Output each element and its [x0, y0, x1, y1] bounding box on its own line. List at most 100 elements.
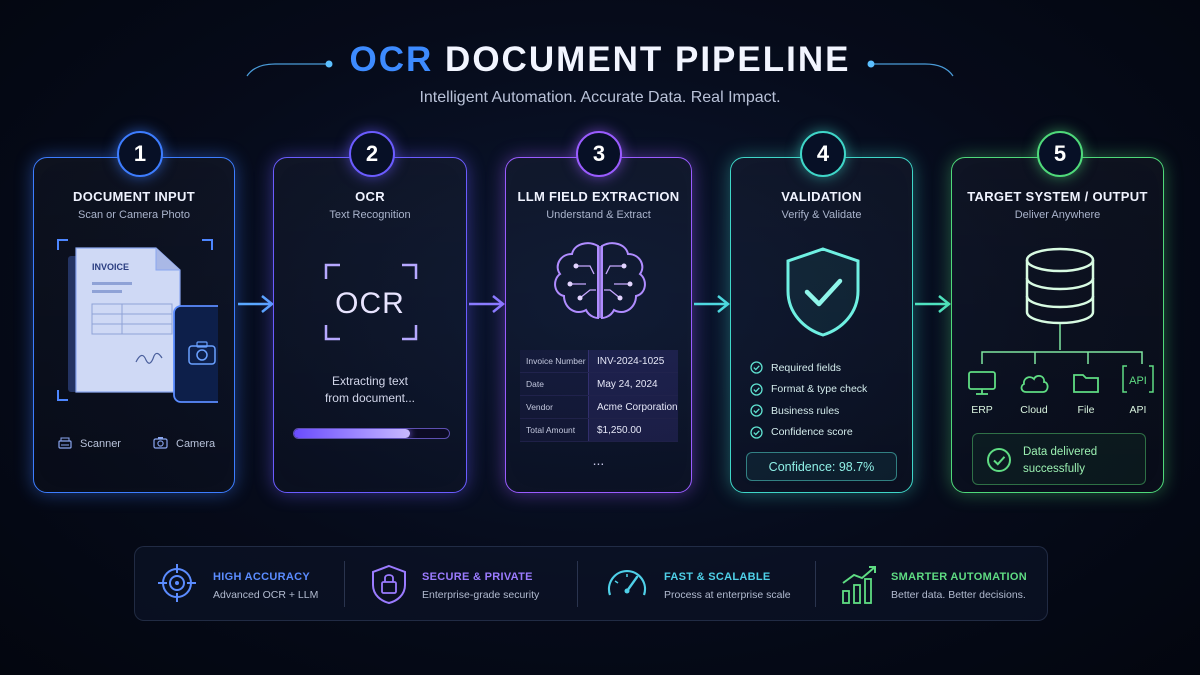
- stage-subtitle: Scan or Camera Photo: [78, 209, 190, 221]
- delivery-status: Data delivered successfully: [972, 433, 1146, 485]
- brain-circuit-icon: [554, 242, 646, 320]
- delivery-line-2: successfully: [1023, 463, 1085, 475]
- monitor-icon: [968, 371, 996, 395]
- check-item: Business rules: [750, 400, 867, 422]
- feature-bar: HIGH ACCURACY Advanced OCR + LLM SECURE …: [134, 546, 1048, 621]
- ocr-progress-bar: [293, 428, 450, 439]
- speedometer-icon: [607, 569, 647, 596]
- target-icon: [158, 564, 196, 602]
- feature-subtitle: Better data. Better decisions.: [891, 589, 1026, 601]
- stage-card-target-output: TARGET SYSTEM / OUTPUT Deliver Anywhere …: [951, 157, 1164, 493]
- connector-lines: [981, 351, 1143, 364]
- feature-smarter-automation: SMARTER AUTOMATION Better data. Better d…: [840, 547, 1040, 622]
- delivery-line-1: Data delivered: [1023, 446, 1098, 458]
- field-value: $1,250.00: [588, 419, 678, 441]
- field-row: Total Amount $1,250.00: [520, 419, 678, 442]
- ocr-word: OCR: [335, 287, 405, 320]
- feature-divider: [577, 561, 578, 607]
- header-decor-right: [867, 60, 954, 77]
- page-title-accent: OCR: [349, 40, 434, 79]
- growth-chart-icon: [842, 566, 876, 604]
- target-label-file: File: [1077, 404, 1095, 416]
- check-label: Business rules: [771, 404, 840, 417]
- camera-icon: [153, 437, 168, 449]
- flow-arrow-2: [469, 295, 506, 313]
- stage-subtitle: Verify & Validate: [781, 209, 862, 221]
- invoice-label: INVOICE: [92, 262, 129, 272]
- check-label: Required fields: [771, 361, 842, 374]
- stage-title: VALIDATION: [781, 189, 862, 204]
- feature-divider: [815, 561, 816, 607]
- ocr-status-line-1: Extracting text: [331, 374, 409, 388]
- target-api: API: [1118, 364, 1158, 399]
- feature-title: HIGH ACCURACY: [213, 571, 310, 583]
- flow-arrow-1: [238, 295, 275, 313]
- feature-title: FAST & SCALABLE: [664, 571, 771, 583]
- stage-title: DOCUMENT INPUT: [73, 189, 195, 204]
- svg-text:API: API: [1129, 375, 1147, 387]
- flow-arrow-3: [694, 295, 731, 313]
- field-key: Vendor: [520, 396, 588, 418]
- field-value: May 24, 2024: [588, 373, 678, 395]
- target-label-cloud: Cloud: [1020, 404, 1048, 416]
- device-label-camera: Camera: [176, 438, 216, 450]
- device-label-scanner: Scanner: [80, 438, 121, 450]
- feature-secure-private: SECURE & PRIVATE Enterprise-grade securi…: [369, 547, 579, 622]
- lock-shield-icon: [372, 564, 406, 605]
- check-circle-icon: [750, 404, 763, 417]
- ocr-scan-frame-icon: [324, 263, 418, 341]
- shield-check-icon: [786, 247, 860, 337]
- field-key: Invoice Number: [520, 350, 588, 372]
- page-title-rest: DOCUMENT PIPELINE: [445, 40, 851, 79]
- feature-title: SECURE & PRIVATE: [422, 571, 533, 583]
- ocr-progress-fill: [294, 429, 411, 438]
- field-key: Date: [520, 373, 588, 395]
- page-subtitle: Intelligent Automation. Accurate Data. R…: [419, 89, 781, 106]
- field-row: Vendor Acme Corporation: [520, 396, 678, 419]
- feature-subtitle: Enterprise-grade security: [422, 589, 540, 601]
- api-icon: API: [1122, 365, 1154, 393]
- check-label: Confidence score: [771, 426, 853, 439]
- delivery-message: Data delivered successfully: [1023, 444, 1133, 478]
- feature-high-accuracy: HIGH ACCURACY Advanced OCR + LLM: [157, 547, 357, 622]
- header-decor-left: [246, 60, 333, 77]
- page-title: OCR DOCUMENT PIPELINE: [0, 40, 1200, 80]
- stage-card-document-input: DOCUMENT INPUT Scan or Camera Photo INVO…: [33, 157, 235, 493]
- database-icon: [1025, 247, 1095, 350]
- target-file: [1066, 370, 1106, 401]
- folder-icon: [1073, 374, 1099, 393]
- check-item: Required fields: [750, 357, 867, 379]
- more-fields-ellipsis: ...: [592, 452, 605, 468]
- field-value: Acme Corporation: [588, 396, 678, 418]
- target-label-api: API: [1129, 404, 1147, 416]
- feature-subtitle: Advanced OCR + LLM: [213, 589, 319, 601]
- field-key: Total Amount: [520, 419, 588, 441]
- check-circle-icon: [750, 361, 763, 374]
- check-circle-icon: [750, 383, 763, 396]
- validation-checklist: Required fields Format & type check Busi…: [750, 357, 867, 443]
- ocr-status-message: Extracting text from document...: [274, 373, 466, 407]
- stage-title: TARGET SYSTEM / OUTPUT: [967, 189, 1148, 204]
- stage-card-llm-extraction: LLM FIELD EXTRACTION Understand & Extrac…: [505, 157, 692, 493]
- target-label-erp: ERP: [971, 404, 993, 416]
- stage-title: OCR: [355, 189, 385, 204]
- target-cloud: [1014, 370, 1054, 401]
- extracted-fields-table: Invoice Number INV-2024-1025 Date May 24…: [520, 350, 678, 442]
- field-row: Date May 24, 2024: [520, 373, 678, 396]
- flow-arrow-4: [915, 295, 952, 313]
- scanner-icon: [58, 437, 72, 449]
- cloud-icon: [1020, 375, 1049, 393]
- stage-card-ocr: OCR Text Recognition OCR Extracting text…: [273, 157, 467, 493]
- check-label: Format & type check: [771, 383, 868, 396]
- stage-badge-3: 3: [576, 131, 622, 177]
- stage-badge-4: 4: [800, 131, 846, 177]
- check-item: Format & type check: [750, 379, 867, 401]
- stage-subtitle: Understand & Extract: [546, 209, 651, 221]
- feature-title: SMARTER AUTOMATION: [891, 571, 1027, 583]
- target-erp: [962, 370, 1002, 401]
- field-row: Invoice Number INV-2024-1025: [520, 350, 678, 373]
- ocr-status-line-2: from document...: [324, 391, 416, 405]
- stage-card-validation: VALIDATION Verify & Validate Required fi…: [730, 157, 913, 493]
- check-circle-icon: [987, 448, 1011, 472]
- stage-subtitle: Text Recognition: [329, 209, 411, 221]
